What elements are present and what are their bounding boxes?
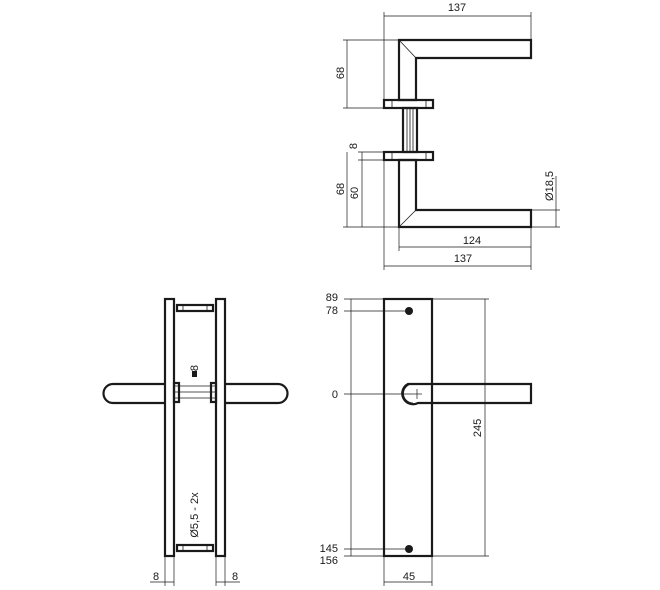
dimension-plate-width: 45 (383, 556, 433, 586)
dimension-inner-length: 124 (398, 227, 532, 270)
dim-lower-lever-height-inner-text: 60 (349, 187, 361, 199)
spindle (401, 106, 419, 154)
dim-spindle-text: 8 (189, 365, 201, 371)
dimension-plate-thickness: 8 8 (150, 556, 240, 586)
dim-upper-lever-height-text: 68 (335, 67, 347, 79)
dim-inner-length-text: 124 (463, 235, 481, 247)
dim-bottom-width-text: 137 (454, 253, 472, 265)
top-view-lower-lever (382, 150, 533, 229)
dim-lower-lever-height-outer-text: 68 (335, 183, 347, 195)
dimension-bottom-width: 137 (383, 160, 531, 270)
side-screw-top (175, 303, 215, 313)
dimension-plate-height: 245 (432, 298, 489, 557)
tick-0-text: 0 (332, 389, 338, 401)
side-screw-bottom (175, 543, 215, 553)
front-plate (382, 297, 434, 558)
dim-top-width-text: 137 (448, 2, 466, 14)
dimension-vertical-ticks: 89 78 0 145 156 (320, 292, 412, 567)
side-lever-right (225, 382, 289, 405)
tick-89-text: 89 (326, 292, 338, 304)
side-lever-left (102, 382, 165, 405)
tick-145-text: 145 (320, 543, 338, 555)
dimension-upper-lever-height: 68 (335, 39, 399, 109)
dim-grip-diameter-text: Ø18,5 (544, 171, 556, 201)
top-view-upper-lever (382, 38, 533, 110)
dim-plate-right-thickness-text: 8 (232, 571, 238, 583)
dim-screw-hole-text: Ø5,5 - 2x (189, 492, 201, 538)
side-view: 8 Ø5,5 - 2x (102, 297, 289, 558)
tick-78-text: 78 (326, 305, 338, 317)
dim-plate-height-text: 245 (472, 419, 484, 437)
dimension-grip-diameter: Ø18,5 (531, 171, 560, 228)
dim-plate-width-text: 45 (403, 571, 415, 583)
tick-156-text: 156 (320, 555, 338, 567)
dimension-lower-lever-height: 68 60 (335, 152, 399, 228)
side-plate-right (214, 297, 227, 558)
side-plate-left (163, 297, 176, 558)
dimension-rose-thickness: 8 (348, 143, 384, 161)
front-lever (401, 382, 533, 406)
front-view (382, 297, 533, 558)
dimension-top-width: 137 (383, 2, 532, 100)
dim-plate-left-thickness-text: 8 (153, 571, 159, 583)
dim-rose-thickness-text: 8 (348, 143, 360, 149)
